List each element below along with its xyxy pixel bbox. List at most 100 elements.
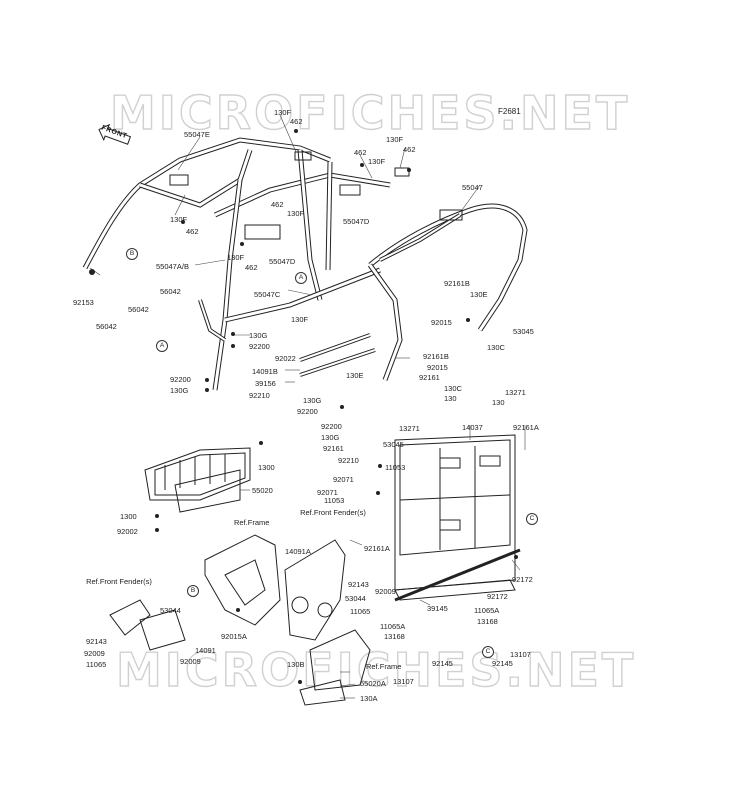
front-direction-tag: FRONT [95,121,133,150]
part-label: 92145 [492,659,513,668]
part-label: 130G [170,386,189,395]
part-label: 462 [290,117,303,126]
ref-front-fender-label-left: Ref.Front Fender(s) [86,577,152,586]
part-label: 11065 [86,660,107,669]
part-label: 56042 [128,305,149,314]
side-guard [284,539,346,641]
part-label: 55047C [254,290,281,299]
part-label: 39156 [255,379,276,388]
part-label: 14037 [462,423,483,432]
part-label: 92009 [84,649,105,658]
part-label: 56042 [160,287,181,296]
part-label: 92015A [221,632,247,641]
part-label: 13168 [477,617,498,626]
rear-screen-panel [394,434,516,601]
part-label: 53044 [345,594,366,603]
figure-id: F2681 [498,107,521,116]
part-label: 92002 [117,527,138,536]
part-label: 130G [249,331,268,340]
part-label: 130F [274,108,292,117]
part-label: 55020 [252,486,273,495]
part-label: 53045 [513,327,534,336]
callout-b-top: B [126,248,138,260]
part-label: 130C [444,384,462,393]
part-label: 92172 [487,592,508,601]
part-label: 11065A [474,606,500,615]
part-label: 11053 [324,496,345,505]
part-label: 92015 [427,363,448,372]
callout-a-top: A [295,272,307,284]
part-label: 92200 [321,422,342,431]
part-label: 92210 [338,456,359,465]
part-label: 13168 [384,632,405,641]
part-label: 130F [170,215,188,224]
part-label: 462 [186,227,199,236]
part-label: 92210 [249,391,270,400]
callout-c-bottom: C [482,646,494,658]
part-label: 130F [227,253,245,262]
part-label: 92009 [375,587,396,596]
part-label: 11065A [380,622,406,631]
part-label: 462 [271,200,284,209]
part-label: 55047A/B [156,262,189,271]
front-lower-bracket [204,534,281,626]
part-label: 14091B [252,367,278,376]
part-label: 92143 [86,637,107,646]
part-label: 13271 [505,388,526,397]
part-label: 13107 [393,677,414,686]
part-label: 39145 [427,604,448,613]
roll-cage-rear [367,203,528,381]
part-label: 130 [492,398,505,407]
part-label: 462 [354,148,367,157]
part-label: 92009 [180,657,201,666]
part-label: 92161B [444,279,470,288]
part-label: 130G [321,433,340,442]
part-label: 92022 [275,354,296,363]
part-label: 92161 [419,373,440,382]
part-label: 92153 [73,298,94,307]
part-label: 55047 [462,183,483,192]
roll-cage-front [82,137,391,391]
part-label: 92071 [317,488,338,497]
part-label: 92145 [432,659,453,668]
part-label: 130B [287,660,305,669]
part-label: 11053 [385,463,406,472]
part-label: 92200 [170,375,191,384]
callout-b-bottom: B [187,585,199,597]
ref-front-fender-label: Ref.Front Fender(s) [300,508,366,517]
front-bumper [144,447,251,513]
part-label: 92071 [333,475,354,484]
part-label: 462 [403,145,416,154]
part-label: 14091A [285,547,311,556]
part-label: 92161 [323,444,344,453]
rear-bracket [309,629,371,691]
part-label: 92015 [431,318,452,327]
part-label: 55020A [360,679,386,688]
part-label: 55047D [343,217,370,226]
part-label: 130F [368,157,386,166]
part-label: 130 [444,394,457,403]
part-label: 92200 [297,407,318,416]
part-label: 14091 [195,646,216,655]
front-arrow-icon [98,123,132,145]
part-label: 56042 [96,322,117,331]
watermark-top: MICROFICHES.NET [109,85,631,140]
part-label: 92161B [423,352,449,361]
part-label: 53045 [383,440,404,449]
part-label: 13107 [510,650,531,659]
part-label: 130F [291,315,309,324]
part-label: 11065 [350,607,371,616]
part-label: 130A [360,694,378,703]
ref-frame-label-bottom: Ref.Frame [366,662,402,671]
part-label: 55047D [269,257,296,266]
part-label: 1300 [120,512,137,521]
part-label: 92143 [348,580,369,589]
watermark-bottom: MICROFICHES.NET [115,642,637,697]
part-label: 92200 [249,342,270,351]
part-label: 13271 [399,424,420,433]
part-label: 462 [245,263,258,272]
part-label: 92161A [513,423,539,432]
callout-c-right: C [526,513,538,525]
